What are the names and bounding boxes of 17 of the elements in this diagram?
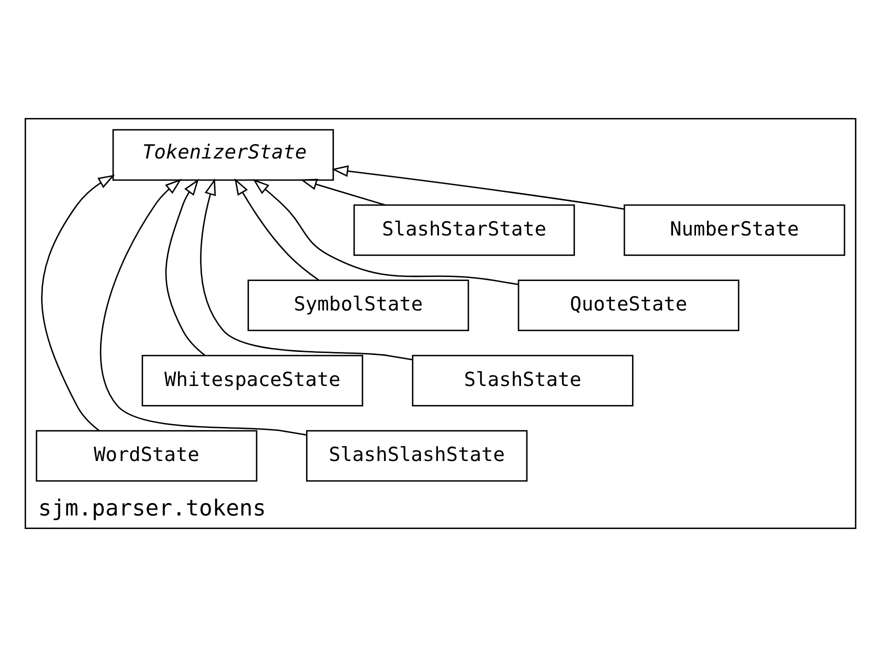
node-box: NumberState [624,204,846,256]
node-box: WhitespaceState [142,354,364,406]
arrow [200,178,413,360]
arrow [300,178,386,206]
node-box: SlashState [412,354,634,406]
arrow [234,178,320,280]
node-box: SlashSlashState [306,430,528,482]
arrow [165,178,206,356]
arrow [252,178,518,285]
node-box: SymbolState [248,279,470,331]
arrow [41,174,115,431]
arrow [332,164,624,210]
arrow [100,178,307,436]
node-box: SlashStarState [353,204,575,256]
node-box: TokenizerState [112,128,334,180]
node-box: QuoteState [518,279,740,331]
node-box: WordState [36,430,258,482]
